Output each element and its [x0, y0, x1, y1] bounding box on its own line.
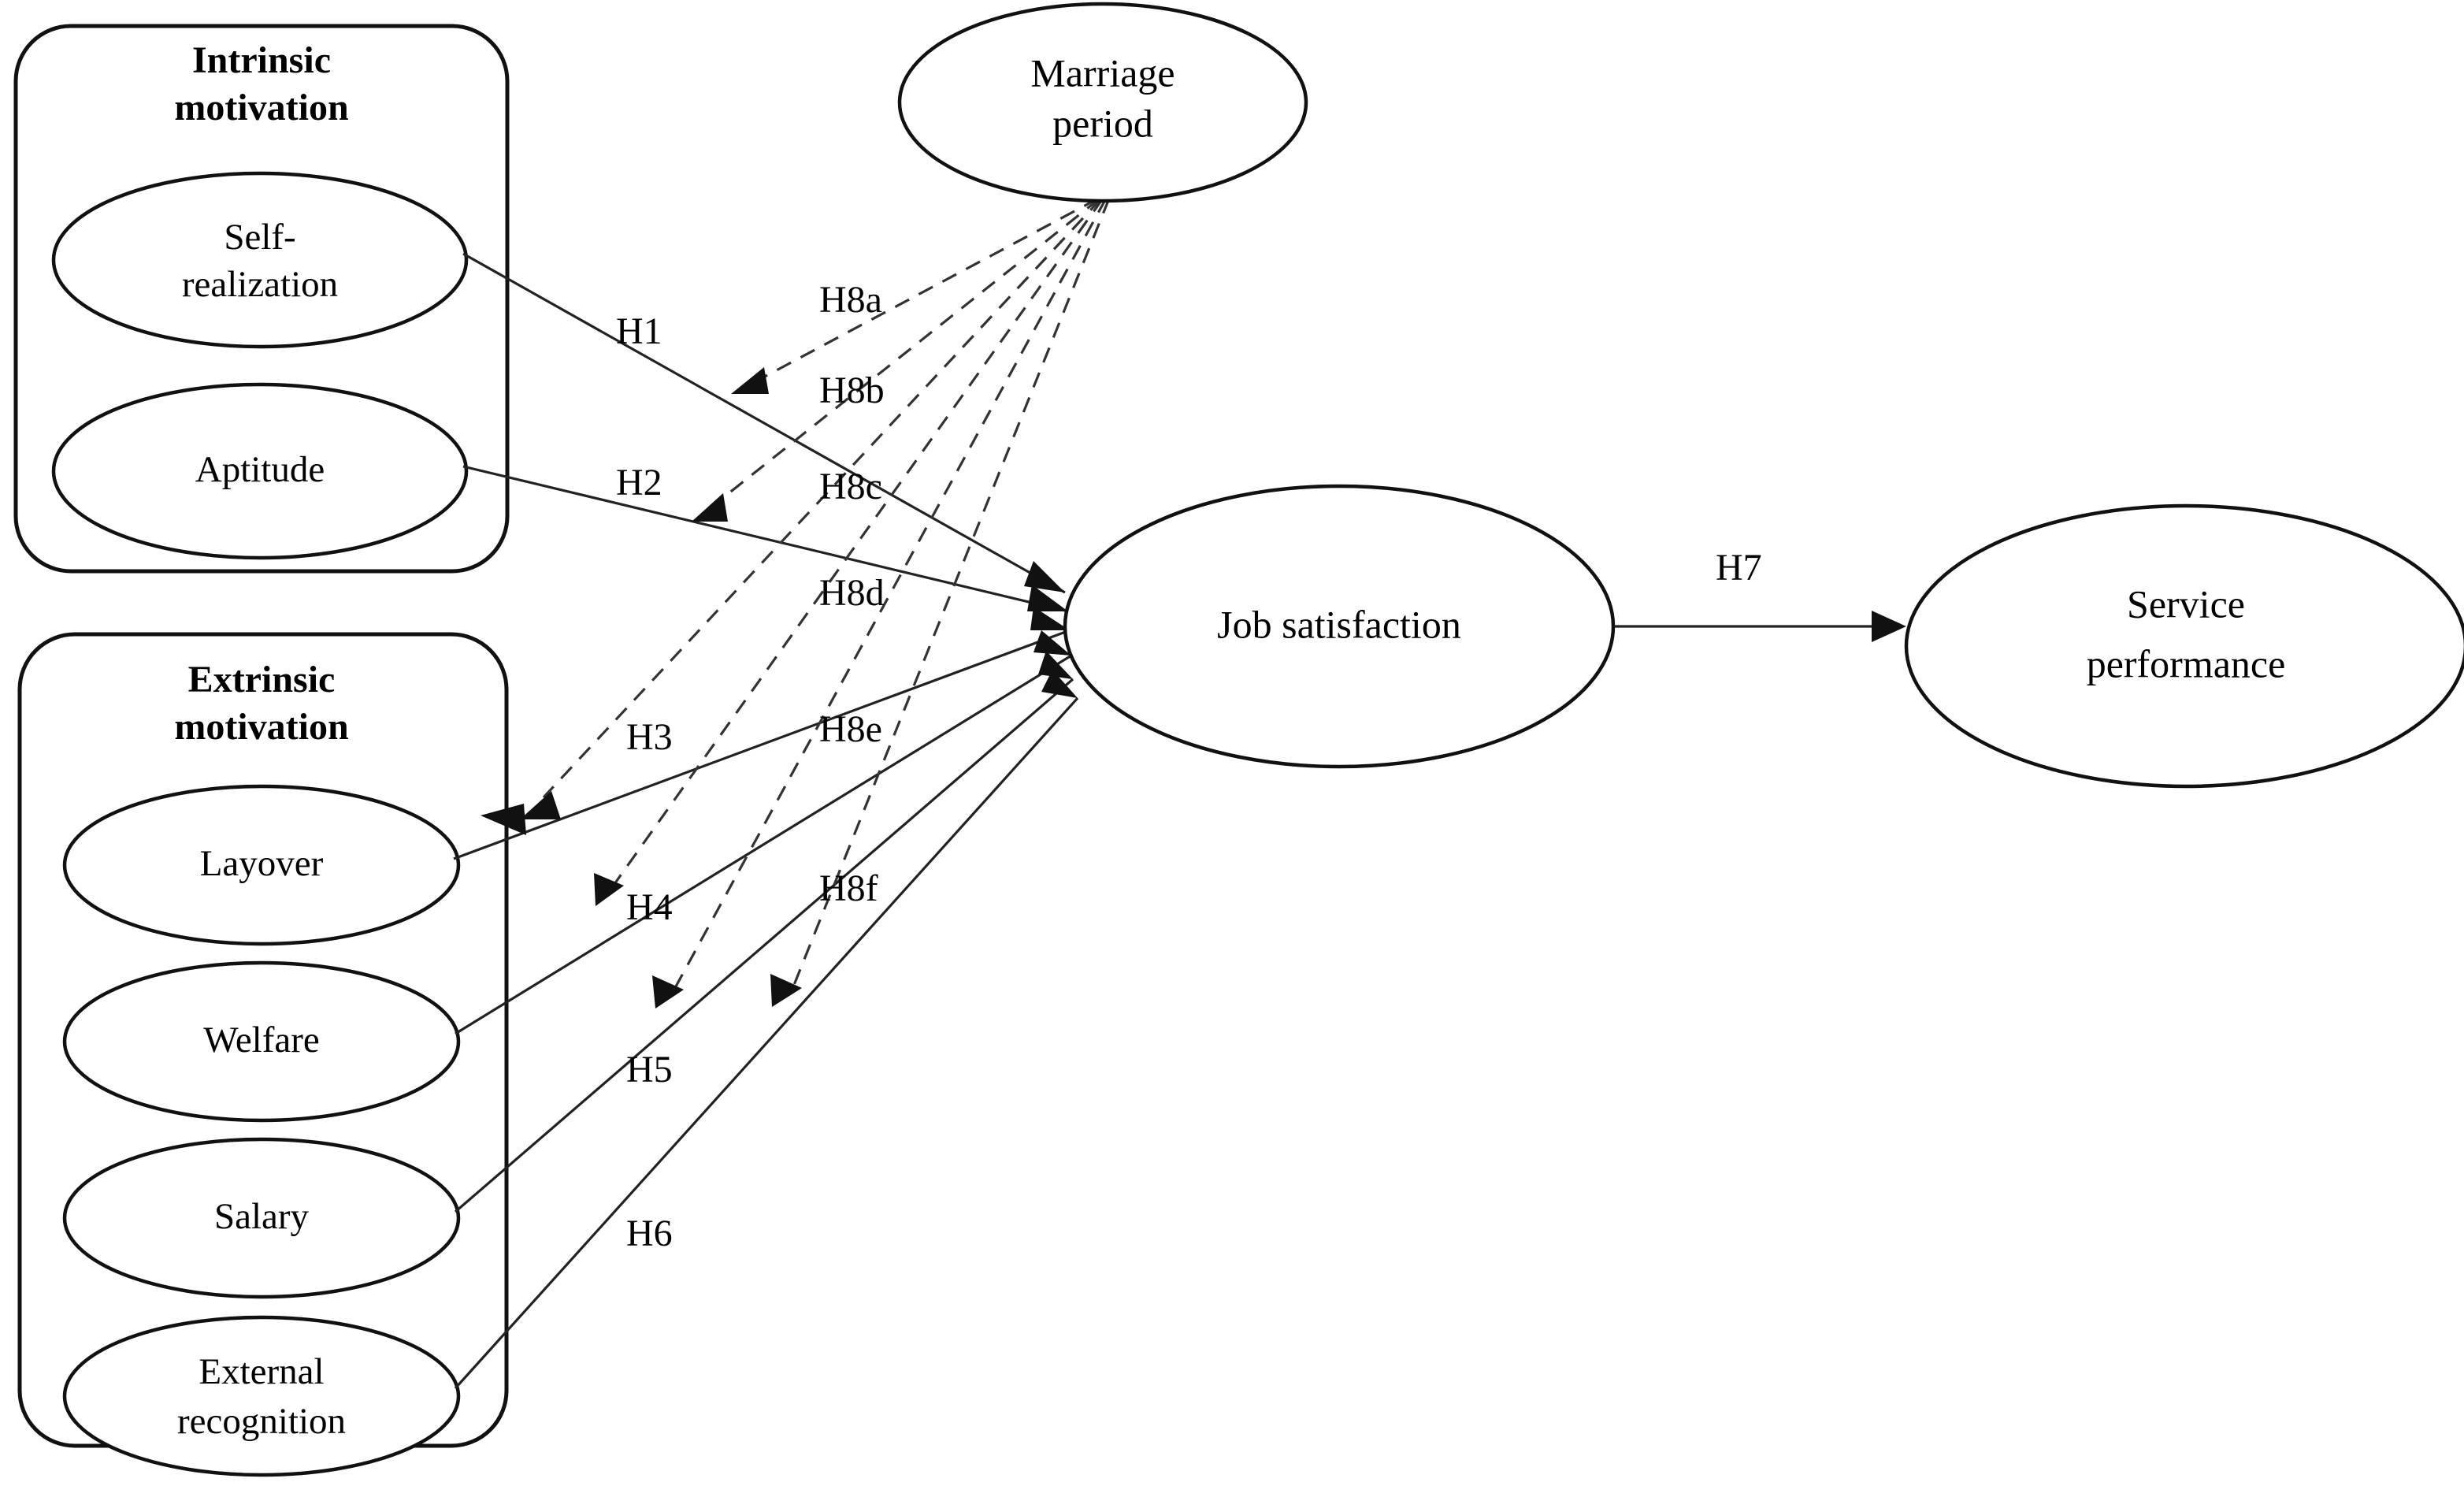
- edge-line-H8a: [749, 197, 1099, 386]
- edge-line-H2: [462, 465, 1069, 613]
- edge-line-H3: [453, 629, 1071, 860]
- edge-arrowhead-H8a: [731, 367, 769, 394]
- edge-arrowhead-H3: [1030, 607, 1070, 630]
- node-ellipse-job-satisfaction: [1063, 484, 1616, 769]
- edge-H8c[interactable]: [520, 197, 1103, 819]
- node-salary[interactable]: Salary: [62, 1137, 461, 1299]
- node-label-marriage-period-line2: period: [1052, 101, 1153, 145]
- edge-arrowhead-H3-left: [481, 804, 526, 835]
- node-label-external-recognition-line1: External: [199, 1351, 324, 1392]
- edge-line-H8c: [542, 197, 1103, 799]
- node-ellipse-aptitude: [51, 382, 469, 560]
- edge-label-H8f: H8f: [819, 867, 878, 909]
- node-label-welfare: Welfare: [203, 1020, 320, 1061]
- edge-H8b[interactable]: [692, 197, 1100, 522]
- edge-line-H4: [455, 654, 1072, 1035]
- node-external-recognition[interactable]: External recognition: [62, 1315, 461, 1477]
- edge-label-H2: H2: [616, 462, 662, 503]
- edge-line-H8f: [792, 198, 1111, 986]
- edge-label-H8c: H8c: [819, 466, 882, 507]
- edge-line-H6: [454, 696, 1079, 1390]
- edge-H8f[interactable]: [770, 198, 1111, 1007]
- node-aptitude[interactable]: Aptitude: [51, 382, 469, 560]
- edge-label-H8a: H8a: [819, 279, 882, 321]
- edge-line-H8e: [674, 198, 1108, 987]
- node-ellipse-marriage-period: [897, 2, 1308, 203]
- group-title-extrinsic-line1: Extrinsic: [188, 659, 336, 700]
- edge-H8a[interactable]: [731, 197, 1099, 394]
- edge-label-H7: H7: [1716, 547, 1762, 589]
- edge-arrowhead-H8e: [652, 975, 684, 1009]
- node-ellipse-layover: [62, 784, 461, 946]
- group-title-intrinsic-line2: motivation: [174, 87, 348, 128]
- group-extrinsic-motivation[interactable]: Extrinsic motivation Layover Welfare Sal…: [17, 632, 509, 1477]
- edge-H4[interactable]: [455, 630, 1072, 1035]
- node-label-external-recognition-line2: recognition: [177, 1401, 346, 1442]
- edge-arrowhead-H8f: [770, 974, 802, 1007]
- node-marriage-period[interactable]: Marriage period: [897, 2, 1308, 203]
- edge-H1[interactable]: [462, 252, 1066, 594]
- group-title-intrinsic-line1: Intrinsic: [192, 39, 331, 81]
- edge-line-H5: [454, 678, 1074, 1213]
- edge-line-H8b: [712, 197, 1100, 507]
- node-job-satisfaction[interactable]: Job satisfaction: [1063, 484, 1616, 769]
- node-ellipse-self-realization: [51, 171, 469, 349]
- edge-arrowhead-H5: [1038, 651, 1073, 679]
- edge-label-H8b: H8b: [819, 370, 885, 411]
- edge-label-H5: H5: [626, 1049, 673, 1090]
- node-welfare[interactable]: Welfare: [62, 960, 461, 1123]
- group-box-intrinsic: [13, 24, 510, 574]
- node-label-self-realization-line2: realization: [182, 264, 338, 305]
- edge-arrowhead-H8c: [520, 791, 561, 819]
- edge-arrowhead-H6: [1041, 670, 1078, 698]
- node-label-service-performance-line1: Service: [2127, 581, 2245, 626]
- edge-H8d[interactable]: [594, 198, 1104, 906]
- edge-arrowhead-H8d: [594, 873, 624, 906]
- edge-arrowhead-H2: [1027, 585, 1068, 611]
- edge-line-H8d: [613, 198, 1104, 885]
- group-intrinsic-motivation[interactable]: Intrinsic motivation Self- realization A…: [13, 24, 510, 574]
- node-label-service-performance-line2: performance: [2087, 641, 2286, 685]
- edge-H3[interactable]: [453, 607, 1071, 860]
- edge-H6[interactable]: [454, 670, 1079, 1390]
- group-title-extrinsic-line2: motivation: [174, 706, 348, 748]
- edge-arrowhead-H7: [1872, 611, 1906, 642]
- node-service-performance[interactable]: Service performance: [1904, 503, 2464, 789]
- node-ellipse-service-performance: [1904, 503, 2464, 789]
- node-label-job-satisfaction: Job satisfaction: [1217, 602, 1461, 646]
- edge-label-H6: H6: [626, 1213, 673, 1254]
- edge-line-H1: [462, 252, 1066, 594]
- edge-arrowhead-H1: [1024, 561, 1065, 592]
- node-ellipse-salary: [62, 1137, 461, 1299]
- node-label-salary: Salary: [214, 1196, 310, 1237]
- edge-label-H4: H4: [626, 886, 673, 928]
- edge-label-H8e: H8e: [819, 708, 882, 750]
- edge-H7[interactable]: [1613, 611, 1906, 642]
- edge-label-group: H1 H2 H3 H4 H5 H6 H7 H8a H8b H8c H8d H8e…: [616, 279, 1762, 1254]
- edge-H2[interactable]: [462, 465, 1069, 613]
- edge-H8e[interactable]: [652, 198, 1108, 1009]
- node-label-self-realization-line1: Self-: [224, 217, 295, 258]
- node-ellipse-external-recognition: [62, 1315, 461, 1477]
- node-layover[interactable]: Layover: [62, 784, 461, 946]
- edge-arrowhead-H4: [1033, 630, 1071, 656]
- node-label-layover: Layover: [200, 843, 324, 884]
- node-ellipse-welfare: [62, 960, 461, 1123]
- edge-label-H1: H1: [616, 310, 662, 352]
- node-label-aptitude: Aptitude: [195, 449, 325, 490]
- edge-label-H8d: H8d: [819, 572, 885, 614]
- edge-H5[interactable]: [454, 651, 1074, 1213]
- node-self-realization[interactable]: Self- realization: [51, 171, 469, 349]
- edge-arrowhead-H8b: [692, 493, 728, 522]
- edge-label-H3: H3: [626, 716, 673, 758]
- node-label-marriage-period-line1: Marriage: [1030, 50, 1174, 95]
